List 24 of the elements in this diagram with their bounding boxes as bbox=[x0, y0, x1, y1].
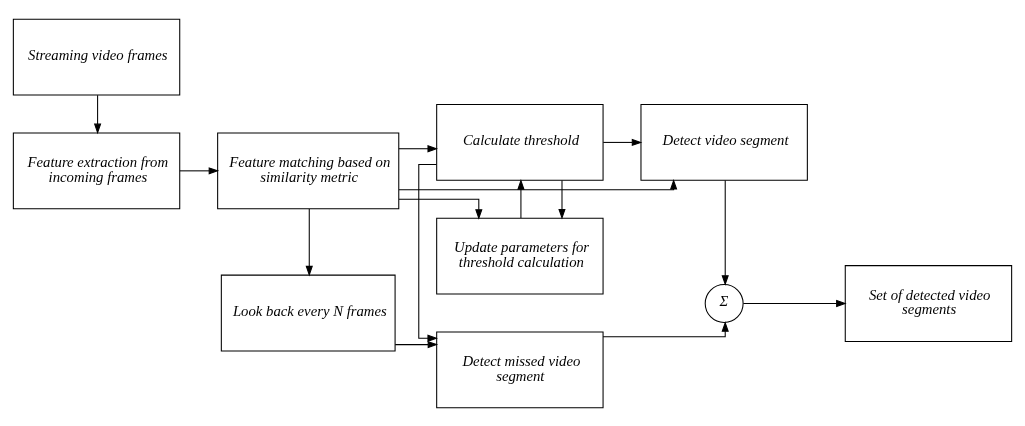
node-box: Set of detected video segments bbox=[844, 264, 1013, 342]
node-box: Calculate threshold bbox=[436, 103, 604, 181]
arrow bbox=[721, 179, 729, 286]
arrow bbox=[398, 178, 678, 190]
arrow bbox=[558, 179, 566, 219]
arrow bbox=[398, 144, 438, 152]
node-box: Update parameters for threshold calculation bbox=[436, 217, 604, 295]
node-box: Look back every N frames bbox=[220, 274, 396, 351]
node-circle: Σ bbox=[704, 283, 744, 323]
arrow bbox=[93, 94, 102, 134]
node-box: Detect missed video segment bbox=[436, 330, 604, 408]
node-box: Streaming video frames bbox=[12, 18, 181, 96]
arrow bbox=[602, 320, 729, 337]
arrow bbox=[517, 178, 525, 218]
arrow bbox=[398, 198, 483, 220]
node-box: Feature matching based on similarity metric bbox=[217, 131, 400, 209]
arrow bbox=[742, 299, 847, 307]
arrow bbox=[602, 138, 643, 146]
arrow bbox=[394, 340, 439, 348]
arrow bbox=[418, 163, 438, 342]
node-box: Feature extraction from incoming frames bbox=[12, 131, 181, 209]
arrow bbox=[305, 207, 313, 276]
arrow bbox=[179, 166, 220, 175]
node-box: Detect video segment bbox=[640, 103, 808, 181]
